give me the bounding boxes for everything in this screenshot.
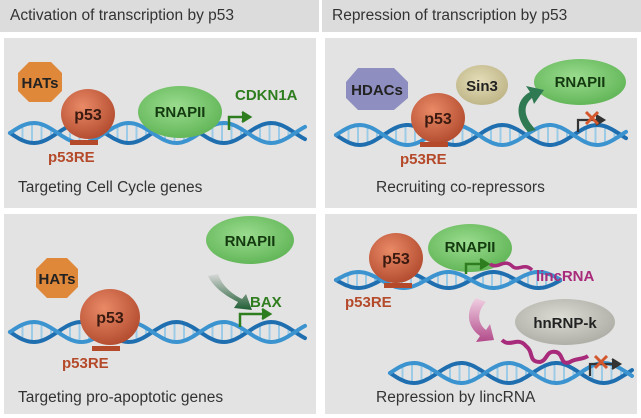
caption-cell-cycle: Targeting Cell Cycle genes xyxy=(18,179,203,196)
lincrna-strand xyxy=(500,338,590,365)
dna-strand xyxy=(388,360,634,385)
dna-strand xyxy=(334,122,628,148)
p53re-label: p53RE xyxy=(48,149,95,166)
caption-corepressors: Recruiting co-repressors xyxy=(376,179,545,196)
p53re-bar xyxy=(70,140,98,145)
caption-apoptotic: Targeting pro-apoptotic genes xyxy=(18,389,223,406)
repression-x-icon xyxy=(584,110,600,126)
rnapii-label: RNAPII xyxy=(445,239,496,256)
repression-x-icon xyxy=(593,354,609,370)
dna-strand xyxy=(334,269,562,290)
tss-arrow-icon xyxy=(238,307,273,327)
rnapii-ellipse: RNAPII xyxy=(428,224,512,272)
tss-arrow-icon xyxy=(464,257,491,274)
dna-strand xyxy=(8,319,307,345)
lincrna-label: lincRNA xyxy=(536,268,595,285)
p53-protein: p53 xyxy=(61,89,115,139)
dna-strand xyxy=(8,120,307,146)
rnapii-label: RNAPII xyxy=(225,233,276,250)
dna-helix xyxy=(8,319,307,345)
curved-arrow-icon xyxy=(208,274,252,310)
dna-helix xyxy=(334,269,562,291)
dna-strand xyxy=(334,270,562,291)
rnapii-ellipse: RNAPII xyxy=(206,216,294,264)
sin3-label: Sin3 xyxy=(466,78,498,95)
p53re-label: p53RE xyxy=(62,355,109,372)
hat-label: HATs xyxy=(22,75,59,92)
p53-label: p53 xyxy=(74,107,102,124)
lincrna-strand xyxy=(488,261,534,272)
p53-protein: p53 xyxy=(80,289,140,345)
p53-label: p53 xyxy=(382,251,410,268)
p53-label: p53 xyxy=(424,111,452,128)
rnapii-label: RNAPII xyxy=(555,74,606,91)
hat-label: HATs xyxy=(39,271,76,288)
tss-arrow-icon xyxy=(588,358,623,376)
header-activation-title: Activation of transcription by p53 xyxy=(10,7,235,24)
tss-arrow-icon xyxy=(227,110,253,130)
dna-helix xyxy=(334,122,628,148)
caption-lincrna: Repression by lincRNA xyxy=(376,389,536,406)
curved-arrow-icon xyxy=(518,86,544,132)
sin3-ellipse: Sin3 xyxy=(456,65,508,105)
header-repression-title: Repression of transcription by p53 xyxy=(332,7,568,24)
curved-arrow-icon xyxy=(468,298,494,342)
hnrnp-k-ellipse: hnRNP-k xyxy=(515,299,615,345)
p53re-bar xyxy=(420,142,448,147)
hnrnp-label: hnRNP-k xyxy=(533,315,597,332)
dna-helix xyxy=(388,360,634,386)
rnapii-label: RNAPII xyxy=(155,104,206,121)
hdac-octagon: HDACs xyxy=(346,68,408,110)
p53-label: p53 xyxy=(96,310,124,327)
rnapii-ellipse: RNAPII xyxy=(138,86,222,138)
hat-octagon: HATs xyxy=(18,62,62,102)
rnapii-ellipse: RNAPII xyxy=(534,59,626,105)
p53re-label: p53RE xyxy=(345,294,392,311)
p53-protein: p53 xyxy=(411,93,465,143)
hat-octagon: HATs xyxy=(36,258,78,298)
p53re-label: p53RE xyxy=(400,151,447,168)
gene-label-cdkn1a: CDKN1A xyxy=(235,87,298,104)
header-repression: Repression of transcription by p53 xyxy=(322,0,641,32)
header-activation: Activation of transcription by p53 xyxy=(0,0,319,32)
p53re-bar xyxy=(384,283,412,288)
p53-protein: p53 xyxy=(369,233,423,283)
hdac-label: HDACs xyxy=(351,82,403,99)
p53re-bar xyxy=(92,346,120,351)
dna-strand xyxy=(388,361,634,386)
gene-label-bax: BAX xyxy=(250,294,282,311)
